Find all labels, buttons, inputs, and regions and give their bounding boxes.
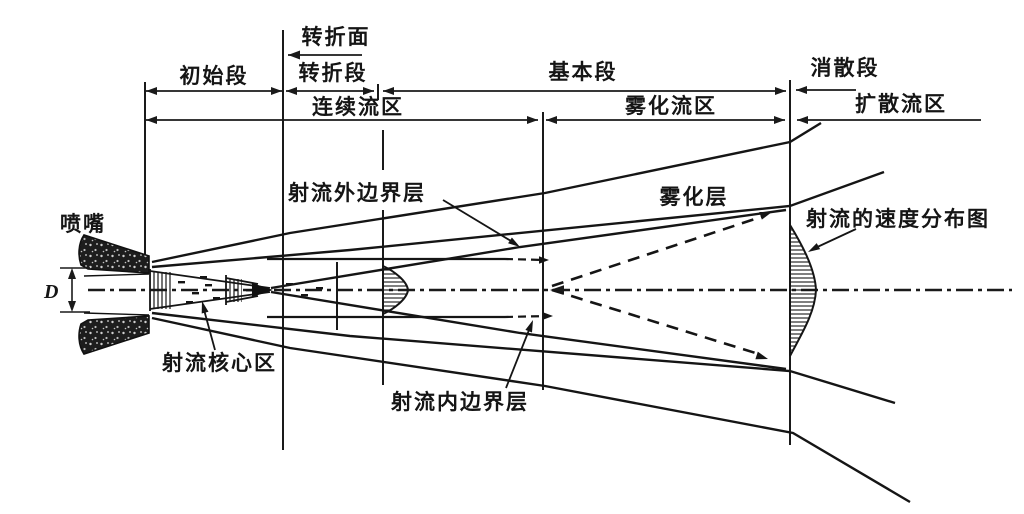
- inner-boundary-lines: [267, 257, 550, 319]
- core-droplet-dashes: [178, 276, 323, 304]
- dimension-arrows: [146, 50, 808, 124]
- label-diameter: D: [43, 281, 58, 303]
- label-jet-velocity-profile: 射流的速度分布图: [805, 207, 990, 231]
- label-nozzle: 喷嘴: [60, 212, 106, 236]
- label-jet-inner-boundary-layer: 射流内边界层: [390, 390, 529, 414]
- outer-boundary-lines: [151, 121, 911, 504]
- leader-lines: [202, 199, 857, 389]
- label-jet-core-region: 射流核心区: [161, 351, 277, 375]
- label-continuous-flow-region: 连续流区: [312, 95, 404, 119]
- label-initial-section: 初始段: [180, 64, 249, 88]
- nozzle-body: [78, 234, 150, 355]
- diameter-arrows: [68, 268, 76, 312]
- label-basic-section: 基本段: [549, 60, 618, 84]
- leader-arrows: [201, 237, 821, 333]
- label-transition-plane: 转折面: [302, 25, 371, 49]
- label-transition-section: 转折段: [299, 61, 368, 85]
- diameter-dimension: [60, 267, 90, 313]
- label-diffusion-flow-region: 扩散流区: [855, 92, 947, 116]
- dashed-line-arrows: [539, 212, 772, 360]
- velocity-profile-small: [382, 264, 410, 316]
- label-atomization-layer: 雾化层: [660, 185, 729, 209]
- dashed-spread-lines: [551, 214, 765, 357]
- jet-core: [149, 269, 323, 311]
- label-atomized-flow-region: 雾化流区: [625, 94, 717, 118]
- velocity-profile-large: [789, 221, 818, 357]
- label-jet-outer-boundary-layer: 射流外边界层: [287, 181, 426, 205]
- label-dissipation-section: 消散段: [811, 56, 880, 80]
